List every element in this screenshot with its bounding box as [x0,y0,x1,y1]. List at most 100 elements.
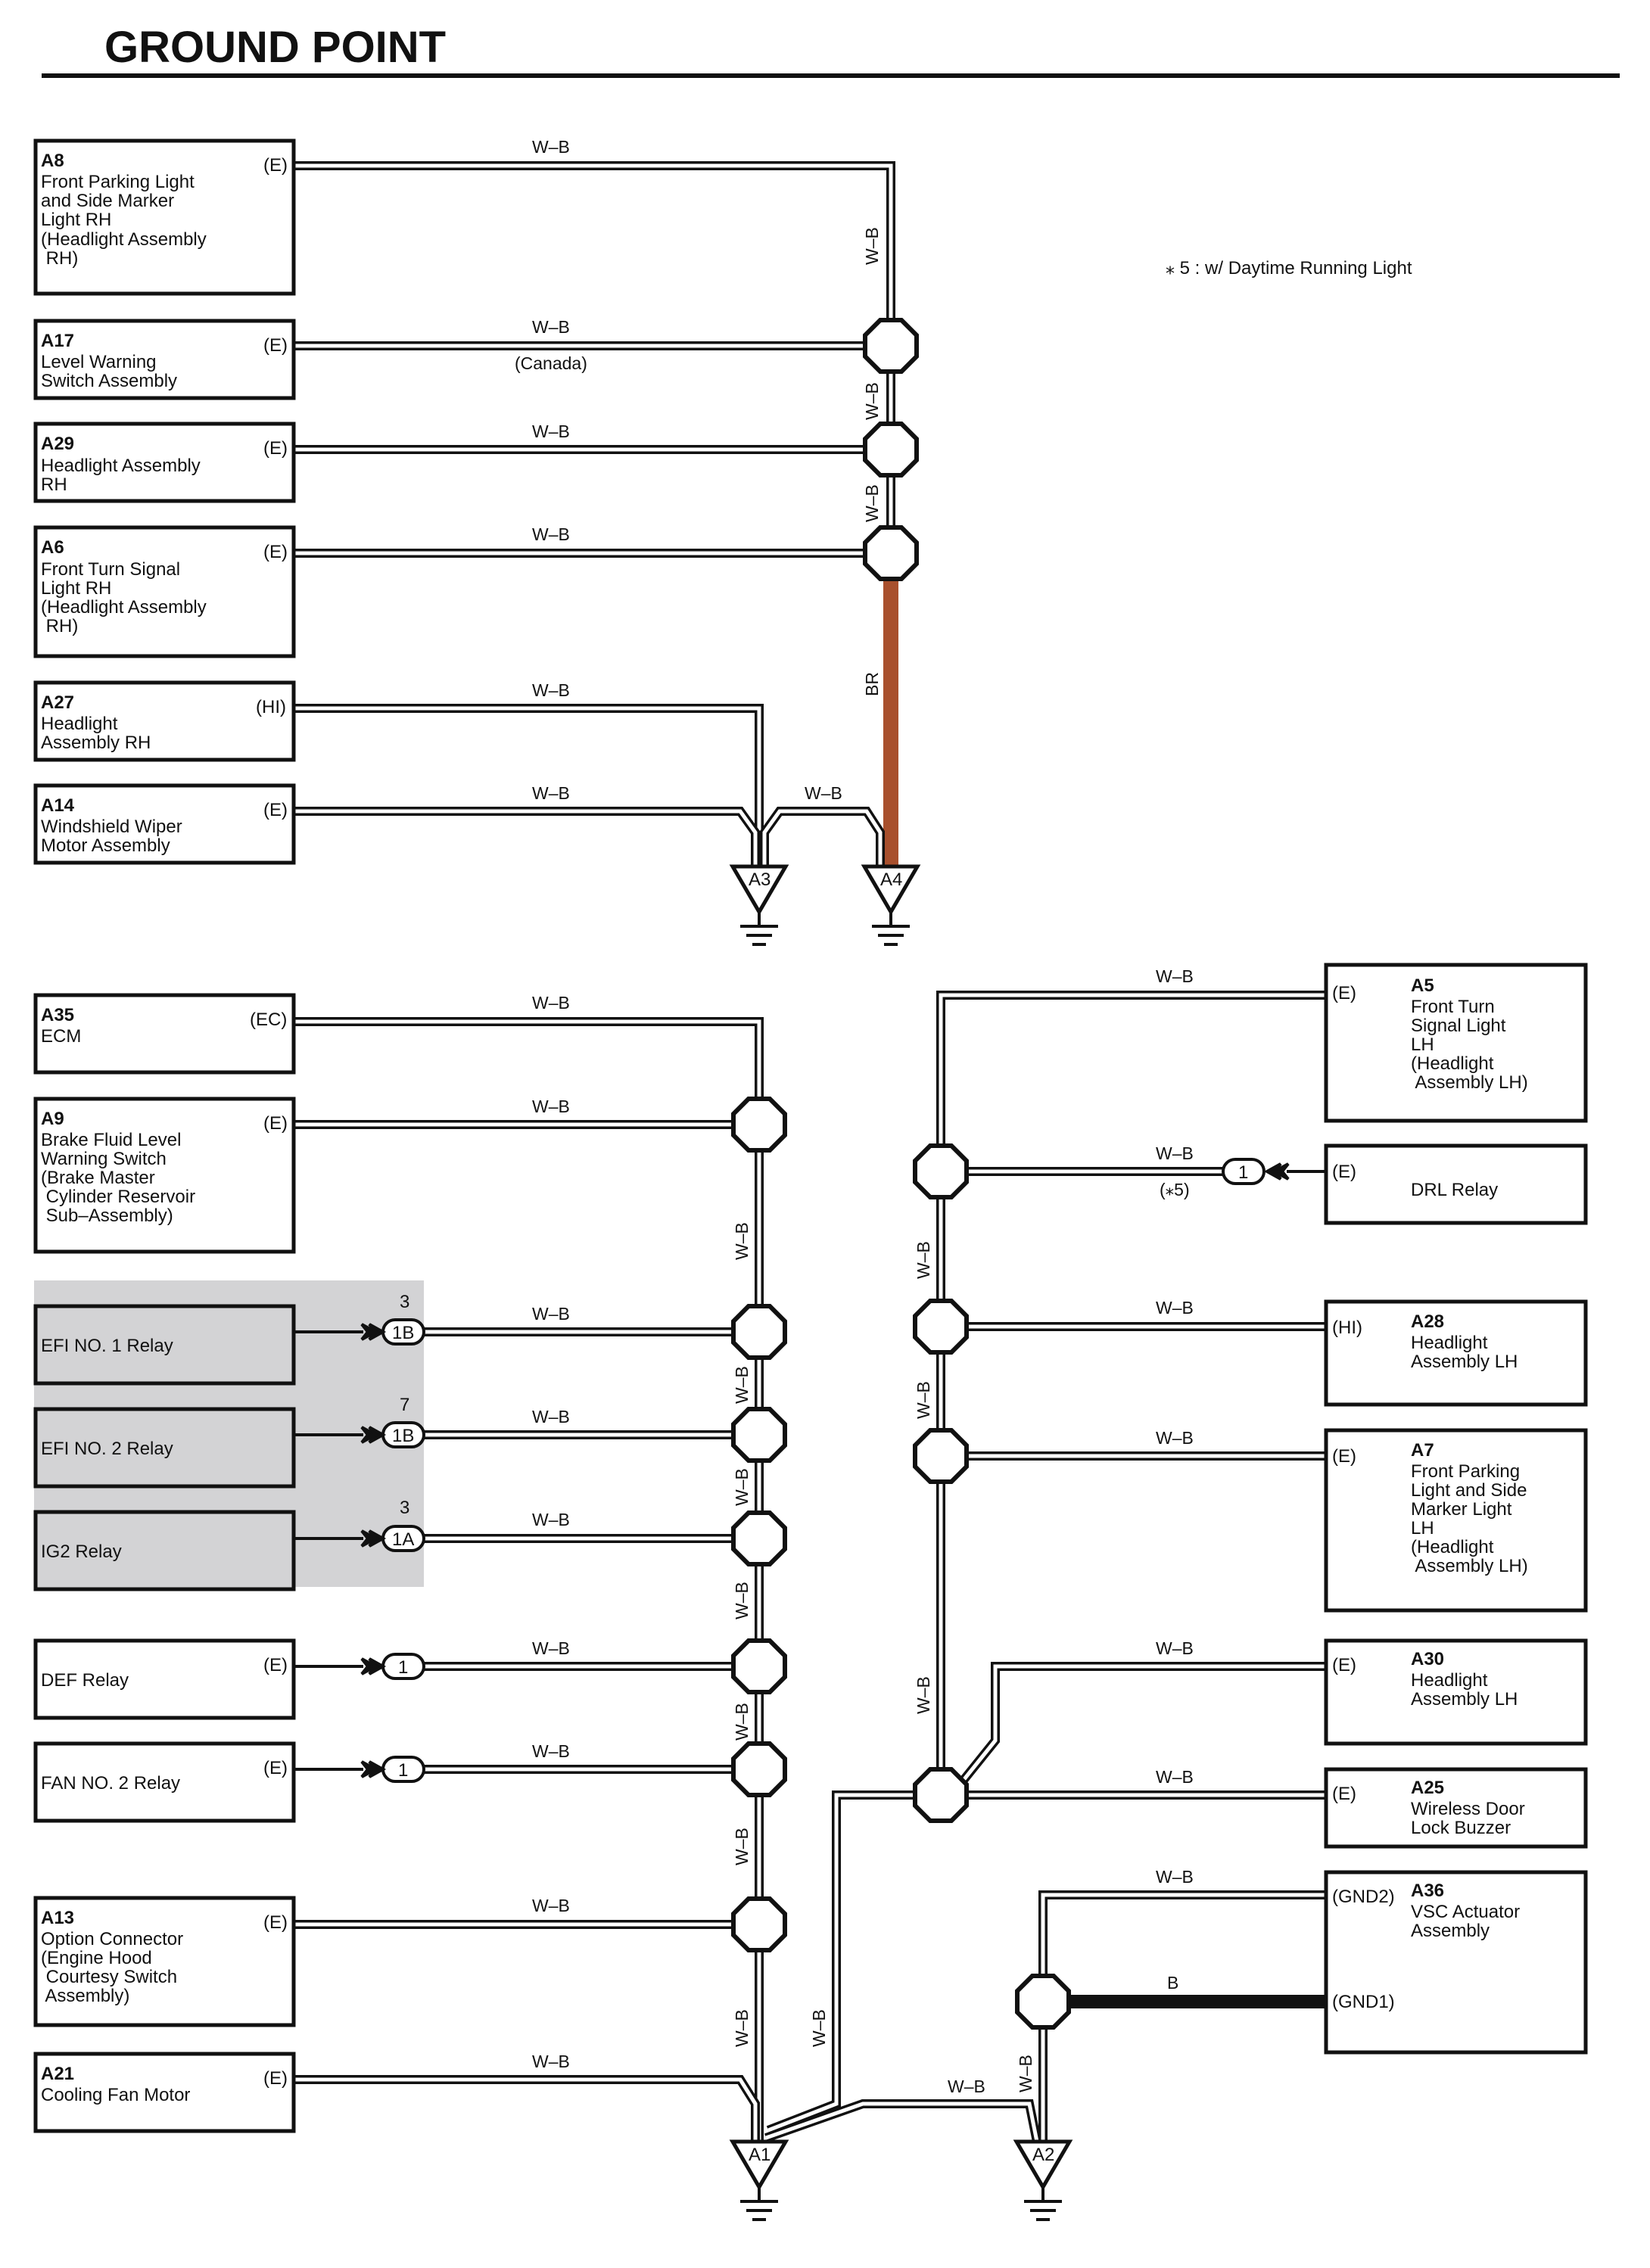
component-pin: (E) [263,800,288,820]
grounds: A3 A4 A1 A2 [729,864,1073,2221]
component-pin: (E) [1332,1784,1356,1804]
splice [731,1407,787,1463]
wire-label: W–B [532,783,570,803]
wire-label: W–B [532,1097,570,1116]
wire-a21 [294,2075,760,2142]
wire-label-vertical: W–B [732,1582,752,1619]
splice [913,1767,969,1823]
component-line: Wireless Door [1411,1799,1525,1819]
wire-label: W–B [1156,1867,1194,1887]
component-line: LH [1411,1034,1434,1055]
splice [913,1428,969,1484]
wire-label: W–B [1156,966,1194,986]
component-line: IG2 Relay [41,1542,122,1562]
component-line: EFI NO. 1 Relay [41,1336,173,1356]
splice [863,422,919,478]
wire-label: W–B [532,680,570,700]
wire-note-canada: (Canada) [515,353,587,373]
component-line: Headlight Assembly [41,456,201,476]
ground-a2-icon: A2 [1013,2139,1073,2221]
wire-label: W–B [948,2077,985,2096]
connector-label: 1A [392,1529,414,1550]
component-code: A13 [41,1908,74,1928]
page-title: GROUND POINT [104,23,446,72]
component-line: Brake Fluid Level [41,1130,181,1150]
component-line: Option Connector [41,1929,183,1949]
wire-label: W–B [532,317,570,337]
component-efi-no2-relay: EFI NO. 2 Relay 7 [33,1395,409,1489]
component-code: A25 [1411,1778,1444,1798]
wire-label: W–B [532,422,570,441]
wire-a36-gnd2 [1038,1890,1326,2002]
wire-label: W–B [532,1638,570,1658]
component-a7: (E) A7 Front Parking Light and Side Mark… [1324,1428,1588,1613]
component-line: Assembly RH [41,733,151,753]
component-line: Front Turn [1411,997,1495,1017]
wire-label: W–B [805,783,842,803]
splice [731,1896,787,1952]
connector-label: 1 [398,1657,408,1678]
component-line: Signal Light [1411,1016,1506,1036]
wire-label: W–B [532,524,570,544]
footnote: ⁎ 5 : w/ Daytime Running Light [1166,258,1412,278]
wire-label-vertical: W–B [862,382,882,420]
component-line: Front Turn Signal [41,559,180,580]
wire-label: W–B [532,1510,570,1529]
wire-a27 [294,704,764,866]
wire-label-vertical: W–B [732,1703,752,1741]
component-line: ECM [41,1026,81,1047]
component-code: A8 [41,151,64,171]
component-line: DEF Relay [41,1670,129,1691]
component-code: A28 [1411,1311,1444,1332]
component-line: Assembly LH) [1411,1556,1528,1576]
component-pin: (GND2) [1332,1887,1395,1907]
wire-label-vertical: W–B [914,1381,933,1419]
wire-label-b: B [1167,1973,1178,1993]
component-a35: A35 (EC) ECM [33,993,296,1075]
component-code: A17 [41,331,74,351]
component-code: A6 [41,537,64,558]
component-a28: (HI) A28 Headlight Assembly LH [1324,1299,1588,1407]
wire-label: W–B [1156,1428,1194,1448]
wire-a8 [294,161,895,346]
wire-label: W–B [1156,1298,1194,1318]
component-line: Light and Side [1411,1480,1527,1501]
splice [1015,1974,1071,2030]
component-line: (Engine Hood [41,1948,152,1968]
splice [863,318,919,374]
component-line: Headlight [1411,1670,1488,1691]
component-pin: (E) [263,1113,288,1134]
ground-label: A2 [1032,2145,1054,2165]
component-line: Assembly LH [1411,1689,1518,1710]
component-efi-no1-relay: EFI NO. 1 Relay 3 [33,1292,409,1386]
connector-label: 1B [392,1323,414,1343]
component-line: Warning Switch [41,1149,167,1169]
component-pin: (E) [263,1912,288,1933]
component-pin: (E) [1332,1446,1356,1467]
splice [731,1741,787,1797]
component-pin: (E) [263,438,288,459]
component-line: (Headlight Assembly [41,597,207,618]
wire-note-drl: (⁎5) [1160,1180,1190,1199]
wire-label-br: BR [862,672,882,696]
component-line: RH [41,474,67,495]
component-a27: A27 (HI) Headlight Assembly RH [33,680,296,762]
ground-a4-icon: A4 [861,864,921,946]
component-line: LH [1411,1518,1434,1538]
component-pin: (GND1) [1332,1992,1395,2012]
component-pin: (E) [263,1655,288,1675]
ground-a1-icon: A1 [729,2139,789,2221]
arrow-icon [294,1162,1326,1778]
component-code: A27 [41,692,74,713]
wire-label-vertical: W–B [732,1828,752,1865]
wire-label-vertical: W–B [732,2009,752,2047]
component-fan-no2-relay: FAN NO. 2 Relay (E) [33,1741,296,1823]
wire-label: W–B [532,2052,570,2071]
splice [731,1638,787,1694]
component-line: Sub–Assembly) [41,1206,173,1226]
component-line: Cylinder Reservoir [41,1187,195,1207]
component-code: A35 [41,1005,74,1025]
ground-a3-icon: A3 [729,864,789,946]
component-a5: (E) A5 Front Turn Signal Light LH (Headl… [1324,963,1588,1123]
wire-label-vertical: W–B [914,1241,933,1279]
